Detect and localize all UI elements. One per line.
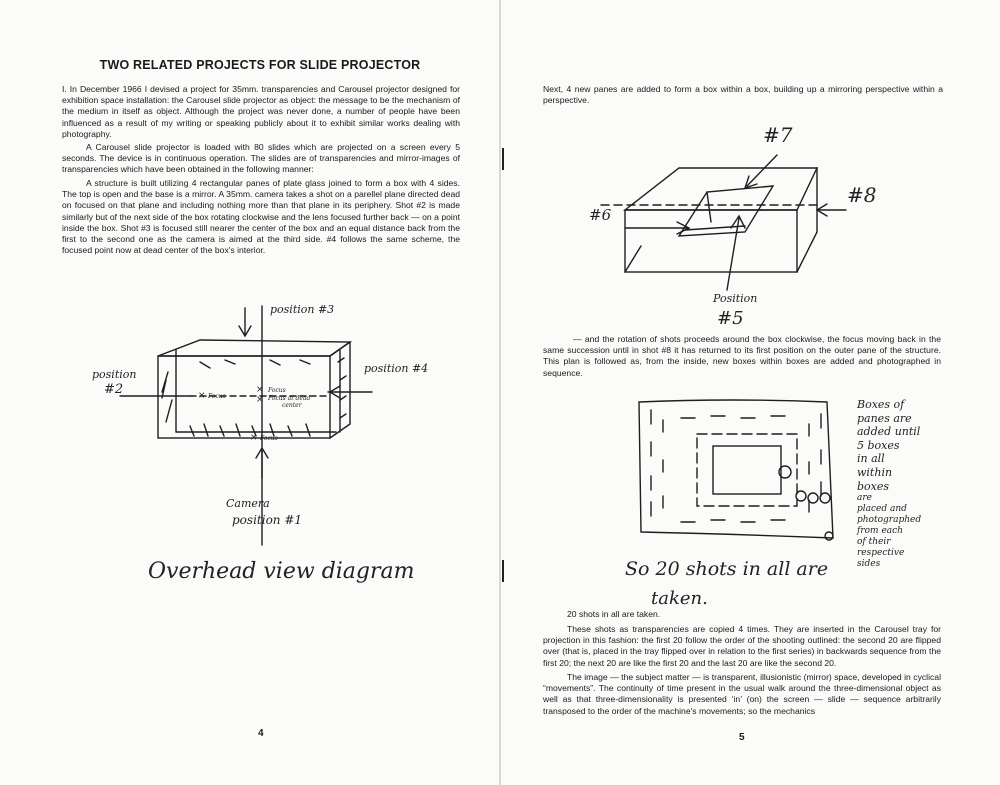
- paragraph-rotation: — and the rotation of shots proceeds aro…: [543, 334, 941, 378]
- page-right: Next, 4 new panes are added to form a bo…: [501, 0, 1000, 785]
- paragraph-structure: A structure is built utilizing 4 rectang…: [62, 178, 460, 256]
- side-note-1: Boxes of: [857, 398, 905, 411]
- outer-box-sketch: [622, 167, 819, 273]
- label-shot-6: #6: [589, 206, 612, 224]
- paragraph-intro: I. In December 1966 I devised a project …: [62, 84, 460, 139]
- inner-box-sketch: [600, 185, 820, 237]
- caption-overhead-view: Overhead view diagram: [148, 559, 415, 584]
- label-x-focus-left: ×: [198, 391, 206, 401]
- margin-mark-bottom: [502, 560, 504, 582]
- side-note-10: photographed: [857, 515, 922, 526]
- paragraph-copies: These shots as transparencies are copied…: [543, 624, 941, 668]
- label-camera-b: position #1: [232, 513, 302, 527]
- label-camera-a: Camera: [226, 497, 270, 510]
- side-note: Boxes of panes are added until 5 boxes i…: [857, 398, 967, 570]
- box-within-box-diagram: #7 #8 #6 Position #5: [589, 123, 876, 329]
- label-position-3: position #3: [270, 303, 334, 316]
- side-note-2: panes are: [857, 411, 912, 425]
- label-shot-8: #8: [847, 183, 876, 207]
- side-note-5: in all: [857, 452, 885, 466]
- label-focus-bottom: Focus: [259, 435, 278, 442]
- side-note-6: within: [857, 465, 893, 479]
- side-note-9: placed and: [857, 504, 907, 515]
- overhead-view-diagram: position #3 position #4 position #2 × Fo…: [92, 303, 428, 584]
- page-number-right: 5: [739, 732, 745, 743]
- book-gutter: [499, 0, 501, 785]
- label-focus-top: Focus: [267, 387, 286, 394]
- side-note-7: boxes: [857, 479, 890, 493]
- handwritten-taken: taken.: [651, 588, 708, 609]
- shot-arrows: [624, 154, 847, 291]
- label-x-focus-center: ×: [256, 385, 264, 395]
- side-note-8: are: [857, 493, 872, 504]
- label-shot-5: #5: [717, 308, 744, 329]
- label-position-2-b: #2: [104, 382, 123, 397]
- side-note-3: added until: [857, 425, 921, 439]
- side-note-12: of their: [857, 537, 891, 548]
- label-focus-left: Focus: [207, 393, 226, 400]
- label-position: Position: [712, 292, 757, 305]
- label-shot-7: #7: [763, 123, 793, 147]
- margin-mark-top: [502, 148, 504, 170]
- side-note-4: 5 boxes: [857, 438, 900, 452]
- label-position-2-a: position: [92, 368, 136, 381]
- label-x-focus-center-2: ×: [256, 395, 264, 405]
- paragraph-projector: A Carousel slide projector is loaded wit…: [62, 142, 460, 175]
- nested-boxes-sketch: [638, 399, 834, 541]
- glass-box-sketch: [157, 339, 353, 439]
- paragraph-image: The image — the subject matter — is tran…: [543, 672, 941, 716]
- camera-position-arrows: [119, 305, 373, 546]
- handwritten-20-shots: So 20 shots in all are: [625, 558, 829, 580]
- paragraph-next: Next, 4 new panes are added to form a bo…: [543, 84, 943, 106]
- page-title: TWO RELATED PROJECTS FOR SLIDE PROJECTOR: [99, 58, 421, 72]
- page-number-left: 4: [258, 728, 264, 739]
- page-left: TWO RELATED PROJECTS FOR SLIDE PROJECTOR…: [0, 0, 499, 785]
- side-note-14: sides: [857, 559, 881, 570]
- side-note-11: from each: [857, 526, 903, 537]
- label-x-focus-bottom: ×: [250, 433, 258, 443]
- side-note-13: respective: [857, 548, 905, 559]
- label-focus-center-b: center: [282, 402, 303, 409]
- label-focus-center-a: Focus at dead: [267, 395, 311, 402]
- paragraph-20-shots: 20 shots in all are taken.: [567, 609, 661, 619]
- label-position-4: position #4: [364, 362, 428, 375]
